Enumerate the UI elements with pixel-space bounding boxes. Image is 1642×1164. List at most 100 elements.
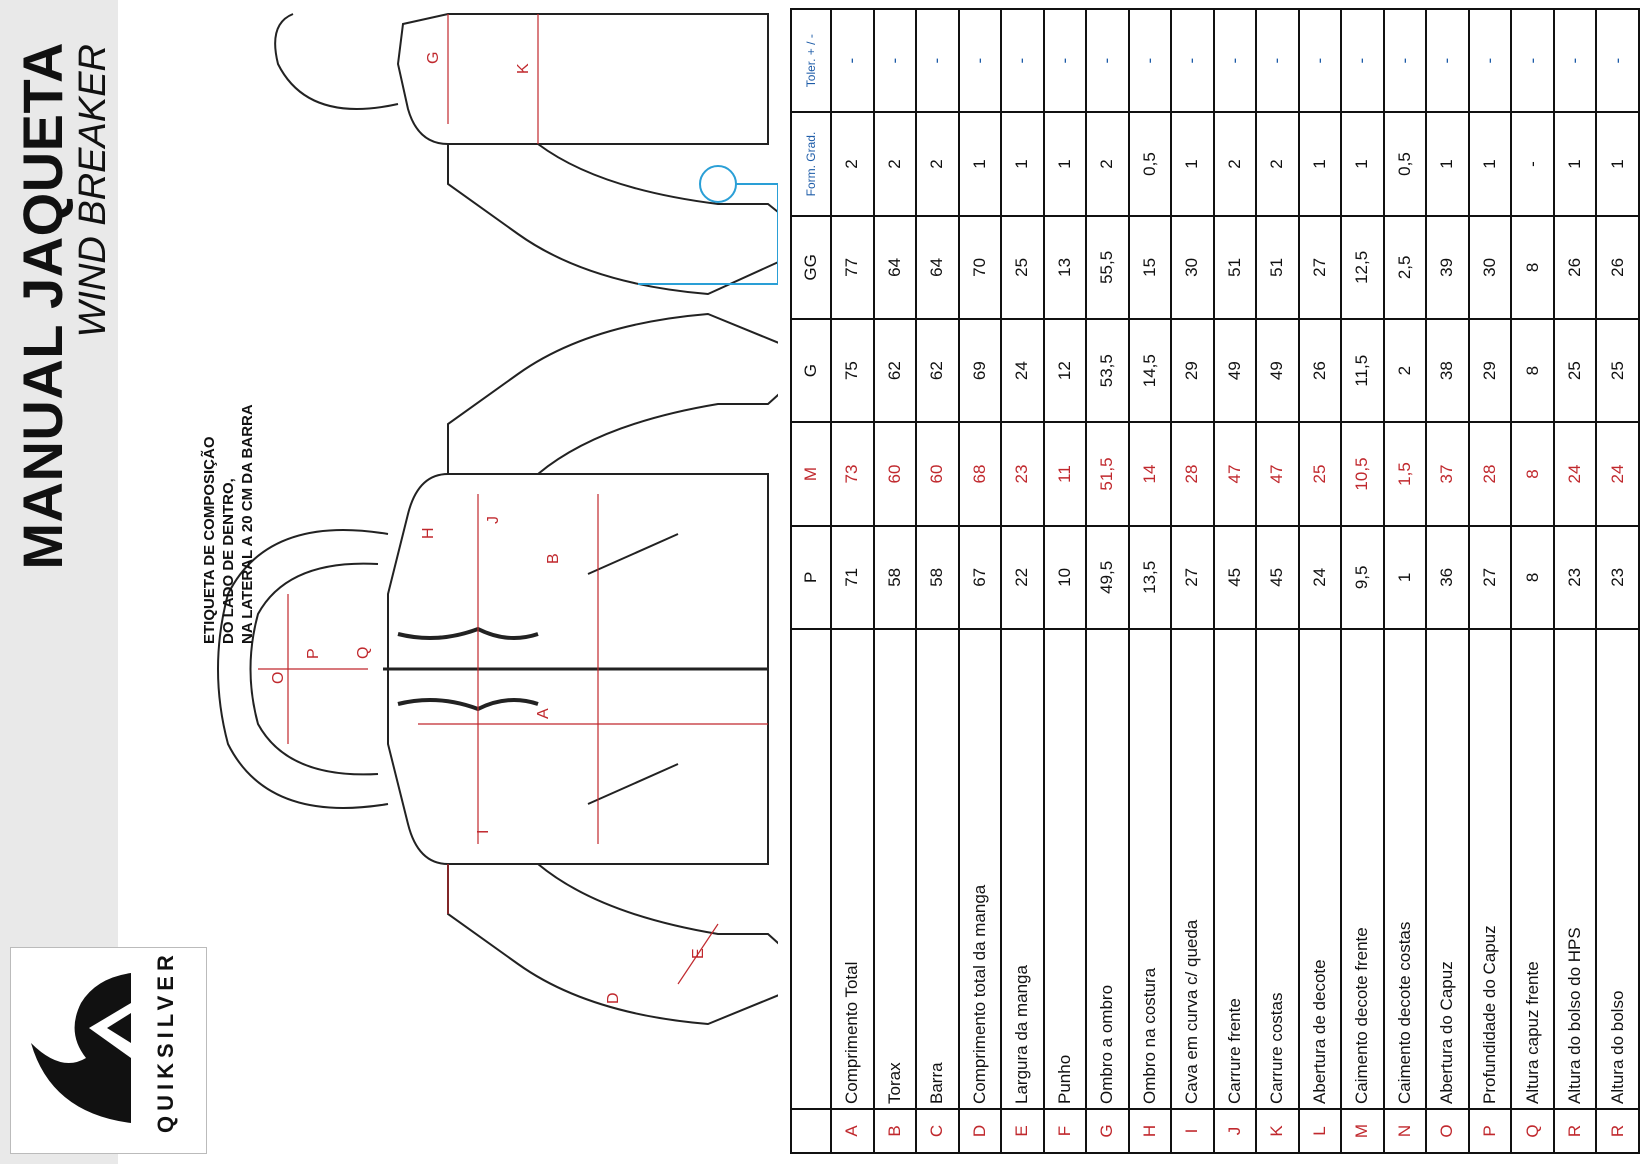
row-name: Comprimento total da manga	[958, 629, 1002, 1109]
row-size-p: 45	[1213, 525, 1257, 629]
row-size-gg: 2,5	[1383, 215, 1427, 320]
row-tolerance: -	[1128, 9, 1172, 113]
row-grading: 0,5	[1383, 112, 1427, 216]
row-tolerance: -	[1596, 9, 1639, 113]
row-tolerance: -	[831, 9, 874, 113]
row-size-gg: 55,5	[1086, 215, 1129, 320]
row-name: Abertura de decote	[1298, 629, 1342, 1109]
row-size-gg: 26	[1553, 215, 1597, 320]
row-size-m: 28	[1468, 422, 1512, 526]
row-size-m: 8	[1511, 422, 1554, 526]
row-tolerance: -	[1426, 9, 1469, 113]
row-size-g: 11,5	[1341, 319, 1384, 423]
row-size-g: 69	[958, 319, 1002, 423]
row-size-m: 68	[958, 422, 1002, 526]
svg-text:B: B	[545, 553, 562, 564]
header-size-m: M	[791, 422, 831, 526]
row-size-g: 24	[1001, 319, 1044, 423]
row-size-p: 36	[1426, 525, 1469, 629]
row-grading: 1	[1298, 112, 1342, 216]
row-size-m: 60	[916, 422, 959, 526]
row-size-m: 51,5	[1086, 422, 1129, 526]
row-letter: M	[1341, 1109, 1384, 1153]
row-size-g: 75	[831, 319, 874, 423]
header-size-p: P	[791, 525, 831, 629]
garment-drawing: O P Q A B C D E F H I J G K	[217, 13, 778, 1026]
svg-text:O: O	[270, 672, 287, 684]
row-size-g: 25	[1596, 319, 1639, 423]
row-size-g: 62	[916, 319, 959, 423]
row-letter: E	[1001, 1109, 1044, 1153]
row-tolerance: -	[1553, 9, 1597, 113]
row-tolerance: -	[1468, 9, 1512, 113]
svg-text:D: D	[605, 992, 622, 1004]
row-size-p: 22	[1001, 525, 1044, 629]
row-grading: 1	[1001, 112, 1044, 216]
row-size-p: 23	[1596, 525, 1639, 629]
row-size-g: 25	[1553, 319, 1597, 423]
row-grading: 1	[1468, 112, 1512, 216]
page-title: MANUAL JAQUETA	[11, 42, 74, 570]
row-size-gg: 64	[916, 215, 959, 320]
row-grading: 2	[1256, 112, 1299, 216]
row-letter: I	[1171, 1109, 1214, 1153]
row-size-p: 8	[1511, 525, 1554, 629]
row-size-p: 23	[1553, 525, 1597, 629]
row-size-gg: 26	[1596, 215, 1639, 320]
label-note: ETIQUETA DE COMPOSIÇÃO DO LADO DE DENTRO…	[200, 404, 257, 644]
header-letter	[791, 1109, 831, 1153]
row-grading: 1	[1596, 112, 1639, 216]
row-name: Altura capuz frente	[1511, 629, 1554, 1109]
svg-text:K: K	[515, 63, 532, 74]
row-size-gg: 39	[1426, 215, 1469, 320]
row-letter: R	[1596, 1109, 1639, 1153]
row-letter: Q	[1511, 1109, 1554, 1153]
row-size-p: 49,5	[1086, 525, 1129, 629]
row-tolerance: -	[1256, 9, 1299, 113]
row-tolerance: -	[1086, 9, 1129, 113]
header-size-gg: GG	[791, 215, 831, 320]
svg-text:G: G	[425, 52, 442, 64]
row-letter: L	[1298, 1109, 1342, 1153]
table-header-row: P M G GG Form. Grad. Toler. + / -	[791, 9, 831, 1153]
row-letter: D	[958, 1109, 1002, 1153]
row-letter: G	[1086, 1109, 1129, 1153]
row-grading: 1	[1341, 112, 1384, 216]
row-size-g: 29	[1171, 319, 1214, 423]
row-size-m: 47	[1256, 422, 1299, 526]
row-size-m: 73	[831, 422, 874, 526]
row-tolerance: -	[1511, 9, 1554, 113]
svg-text:E: E	[690, 948, 707, 959]
row-name: Punho	[1043, 629, 1087, 1109]
label-callout	[638, 165, 778, 285]
row-size-gg: 12,5	[1341, 215, 1384, 320]
header-grading: Form. Grad.	[791, 112, 831, 216]
row-grading: 2	[831, 112, 874, 216]
row-tolerance: -	[916, 9, 959, 113]
row-size-g: 53,5	[1086, 319, 1129, 423]
row-size-g: 8	[1511, 319, 1554, 423]
row-tolerance: -	[1341, 9, 1384, 113]
row-size-gg: 30	[1171, 215, 1214, 320]
row-tolerance: -	[1171, 9, 1214, 113]
row-letter: K	[1256, 1109, 1299, 1153]
row-size-m: 60	[873, 422, 917, 526]
row-size-m: 24	[1553, 422, 1597, 526]
row-grading: 1	[1553, 112, 1597, 216]
row-size-m: 11	[1043, 422, 1087, 526]
row-grading: 1	[1426, 112, 1469, 216]
row-name: Carrure costas	[1256, 629, 1299, 1109]
row-size-p: 58	[916, 525, 959, 629]
row-grading: 1	[1043, 112, 1087, 216]
